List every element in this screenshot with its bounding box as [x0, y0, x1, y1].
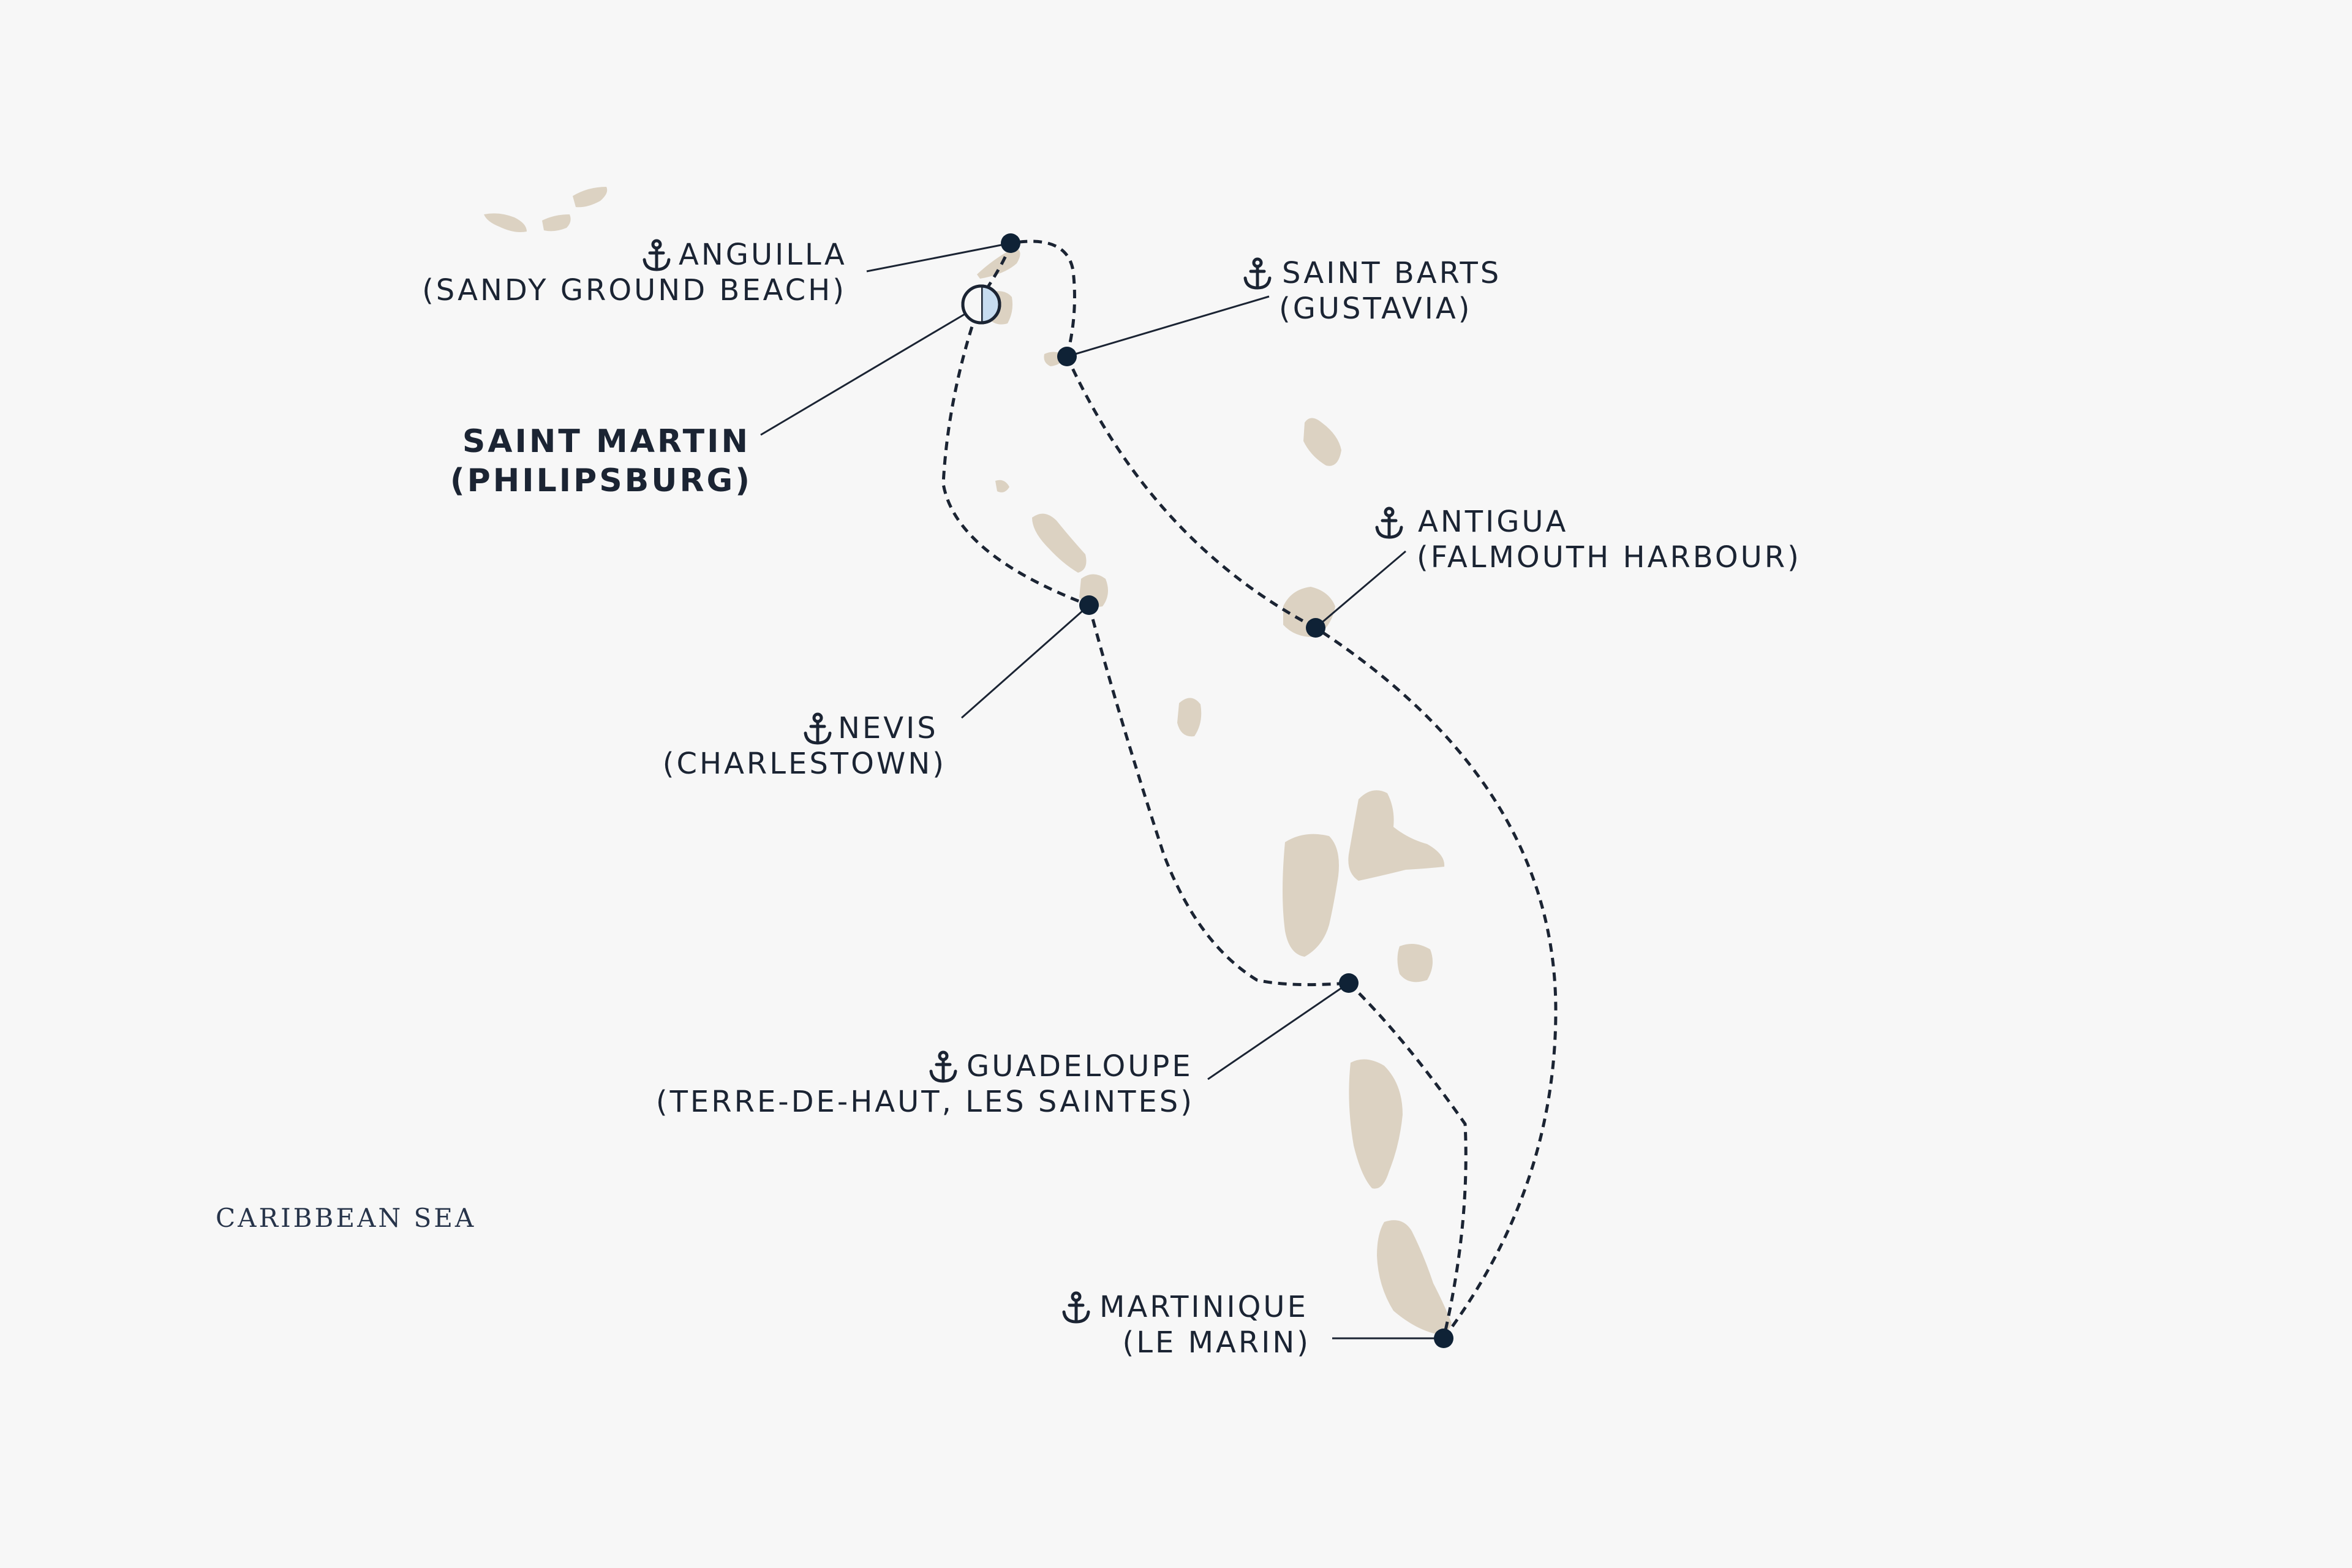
port-label-martinique[interactable]: MARTINIQUE (LE MARIN) — [1064, 1290, 1311, 1360]
port-name: SAINT BARTS — [1282, 256, 1501, 290]
port-sub: (SANDY GROUND BEACH) — [422, 273, 846, 307]
island-martinique — [1377, 1220, 1452, 1335]
anchor-icon — [1377, 508, 1401, 537]
port-label-anguilla[interactable]: ANGUILLA (SANDY GROUND BEACH) — [422, 238, 847, 307]
port-sub: (LE MARIN) — [1123, 1325, 1311, 1360]
leader-nevis — [961, 604, 1090, 719]
port-marker-guadeloupe[interactable] — [1339, 973, 1359, 993]
port-label-guadeloupe[interactable]: GUADELOUPE (TERRE-DE-HAUT, LES SAINTES) — [656, 1049, 1194, 1119]
island-montserrat — [1177, 698, 1202, 737]
port-name: ANTIGUA — [1418, 505, 1568, 539]
port-marker-nevis[interactable] — [1079, 595, 1099, 615]
embark-marker[interactable] — [961, 284, 1001, 325]
port-markers — [1001, 233, 1453, 1348]
island-dominica — [1349, 1059, 1403, 1189]
leader-saint-barts — [1066, 295, 1270, 358]
leader-anguilla — [866, 242, 1011, 273]
island-virgin-2 — [542, 214, 571, 232]
port-name: MARTINIQUE — [1099, 1290, 1308, 1324]
anchor-icon — [1064, 1293, 1088, 1322]
sea-label: CARIBBEAN SEA — [216, 1203, 476, 1233]
island-barbuda — [1303, 418, 1341, 466]
port-sub: (CHARLESTOWN) — [663, 747, 946, 781]
embark-sub: (PHILIPSBURG) — [450, 462, 752, 499]
leader-antigua — [1315, 550, 1406, 629]
embark-label-saint-martin[interactable]: SAINT MARTIN (PHILIPSBURG) — [450, 423, 752, 499]
port-label-saint-barts[interactable]: SAINT BARTS (GUSTAVIA) — [1245, 256, 1501, 326]
anchor-icon — [805, 714, 830, 743]
anchor-icon — [931, 1052, 956, 1081]
leader-saint-martin — [760, 311, 968, 436]
island-guadeloupe-grande-terre — [1348, 790, 1445, 881]
port-marker-antigua[interactable] — [1306, 618, 1325, 638]
anchor-icon — [1245, 259, 1270, 288]
port-sub: (GUSTAVIA) — [1279, 292, 1472, 326]
route-line — [941, 239, 1558, 1340]
islands — [484, 187, 1452, 1335]
port-label-nevis[interactable]: NEVIS (CHARLESTOWN) — [663, 711, 946, 781]
island-virgin-3 — [573, 187, 608, 208]
island-anguilla — [977, 247, 1020, 279]
port-name: GUADELOUPE — [967, 1049, 1193, 1084]
port-sub: (FALMOUTH HARBOUR) — [1417, 540, 1801, 575]
embark-name: SAINT MARTIN — [462, 423, 750, 460]
port-name: NEVIS — [838, 711, 938, 745]
island-guadeloupe-basse-terre — [1283, 834, 1339, 957]
island-virgin-1 — [484, 213, 527, 232]
island-marie-galante — [1397, 944, 1433, 982]
leader-lines — [760, 242, 1444, 1340]
port-name: ANGUILLA — [679, 238, 847, 272]
port-sub: (TERRE-DE-HAUT, LES SAINTES) — [656, 1085, 1194, 1119]
port-marker-martinique[interactable] — [1434, 1329, 1453, 1348]
port-marker-saint-barts[interactable] — [1057, 347, 1077, 366]
anchor-icon — [644, 241, 669, 270]
leader-guadeloupe — [1207, 982, 1349, 1080]
port-label-antigua[interactable]: ANTIGUA (FALMOUTH HARBOUR) — [1377, 505, 1801, 575]
port-marker-anguilla[interactable] — [1001, 233, 1020, 253]
island-saba — [995, 480, 1009, 492]
island-st-kitts — [1032, 513, 1087, 573]
